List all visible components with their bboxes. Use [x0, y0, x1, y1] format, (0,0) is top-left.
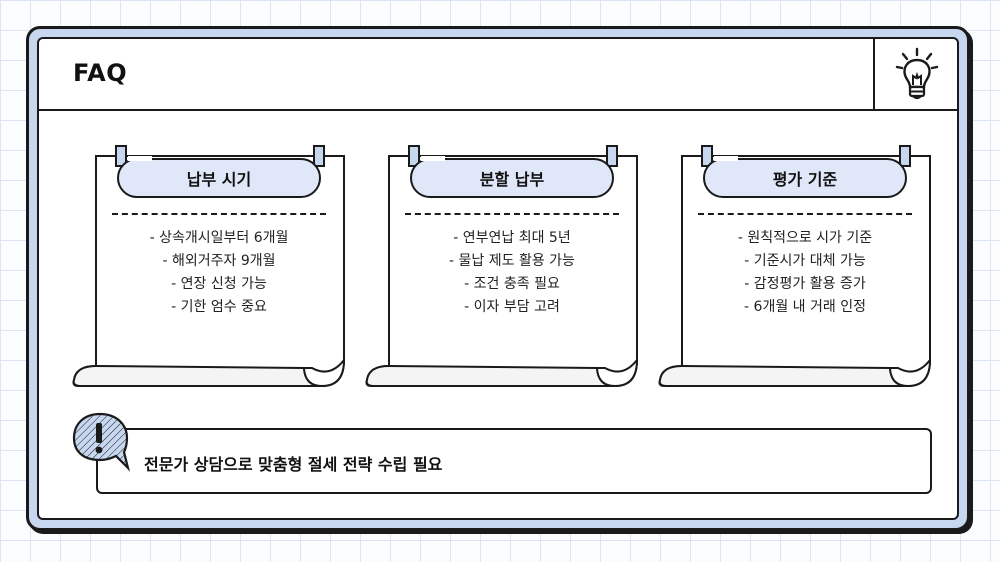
list-item: - 연부연납 최대 5년 [453, 230, 571, 246]
list-item: - 해외거주자 9개월 [162, 253, 276, 269]
lightbulb-icon [895, 47, 939, 100]
list-item: - 이자 부담 고려 [464, 299, 560, 315]
faq-card-valuation: 평가 기준 - 원칙적으로 시가 기준 - 기준시가 대체 가능 - 감정평가 … [658, 110, 932, 388]
faq-card-installment: 분할 납부 - 연부연납 최대 5년 - 물납 제도 활용 가능 - 조건 충족… [365, 110, 639, 388]
list-item: - 6개월 내 거래 인정 [744, 299, 866, 315]
header-bar: FAQ [39, 39, 957, 111]
list-item: - 조건 충족 필요 [464, 276, 560, 292]
card-title-pill: 납부 시기 [117, 158, 321, 198]
list-item: - 상속개시일부터 6개월 [149, 230, 289, 246]
dashed-divider [698, 213, 912, 215]
card-item-list: - 연부연납 최대 5년 - 물납 제도 활용 가능 - 조건 충족 필요 - … [395, 227, 629, 319]
list-item: - 감정평가 활용 증가 [744, 276, 866, 292]
faq-card-payment-timing: 납부 시기 - 상속개시일부터 6개월 - 해외거주자 9개월 - 연장 신청 … [72, 110, 346, 388]
list-item: - 물납 제도 활용 가능 [449, 253, 575, 269]
exclamation-bubble-icon [72, 412, 131, 472]
list-item: - 기한 엄수 중요 [171, 299, 267, 315]
list-item: - 연장 신청 가능 [171, 276, 267, 292]
dashed-divider [112, 213, 326, 215]
note-text: 전문가 상담으로 맞춤형 절세 전략 수립 필요 [144, 455, 443, 474]
card-title-pill: 평가 기준 [703, 158, 907, 198]
card-item-list: - 원칙적으로 시가 기준 - 기준시가 대체 가능 - 감정평가 활용 증가 … [688, 227, 922, 319]
pill-highlight [714, 156, 738, 161]
list-item: - 기준시가 대체 가능 [744, 253, 866, 269]
dashed-divider [405, 213, 619, 215]
card-title-pill: 분할 납부 [410, 158, 614, 198]
card-item-list: - 상속개시일부터 6개월 - 해외거주자 9개월 - 연장 신청 가능 - 기… [102, 227, 336, 319]
list-item: - 원칙적으로 시가 기준 [737, 230, 873, 246]
pill-highlight [421, 156, 445, 161]
lightbulb-box [873, 39, 957, 109]
page-title: FAQ [73, 59, 128, 87]
note-box: 전문가 상담으로 맞춤형 절세 전략 수립 필요 [96, 428, 932, 494]
pill-highlight [128, 156, 152, 161]
